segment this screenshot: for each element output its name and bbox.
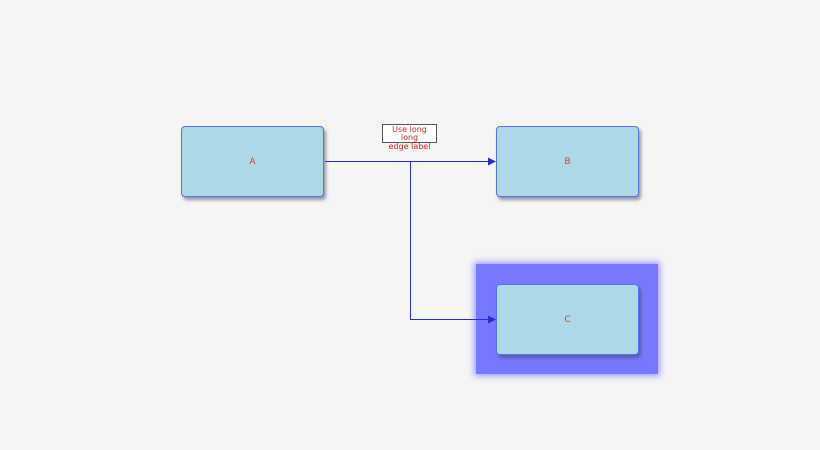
node-b[interactable]: B [496,126,639,197]
edge-label[interactable]: Use long long edge label [382,124,437,150]
edge-a-to-c[interactable] [410,161,496,324]
edge-label-line-2: edge label [388,141,431,151]
node-a-label: A [249,156,256,167]
node-a[interactable]: A [181,126,324,197]
node-c-label: C [564,314,571,325]
node-c[interactable]: C [496,284,639,355]
edge-label-line-1: Use long long [392,124,427,142]
node-b-label: B [564,156,571,167]
